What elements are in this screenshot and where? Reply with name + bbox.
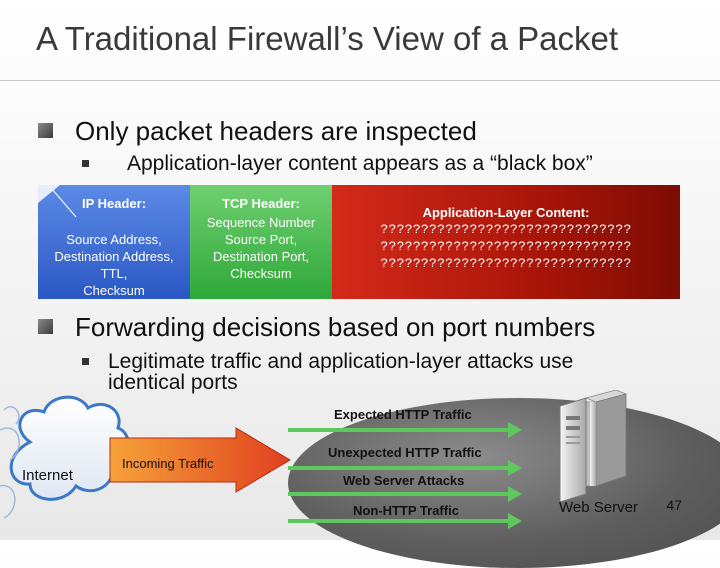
web-server-attacks-label: Web Server Attacks <box>343 473 465 488</box>
bullet-2-text: Forwarding decisions based on port numbe… <box>75 312 596 342</box>
tcp-line: Destination Port, <box>212 249 310 264</box>
expected-http-label: Expected HTTP Traffic <box>334 407 472 422</box>
web-server-label: Web Server <box>559 499 638 516</box>
tcp-line: Sequence Number <box>206 215 316 230</box>
app-content-line: ??????????????????????????????? <box>380 222 632 237</box>
web-server-icon <box>559 390 628 503</box>
application-content-segment: Application-Layer Content: ?????????????… <box>332 185 680 299</box>
small-bullet-icon <box>82 358 89 365</box>
ip-header-segment: IP Header: Source Address, Destination A… <box>38 185 190 299</box>
ip-segment-fold-icon <box>38 185 77 218</box>
packet-diagram: IP Header: Source Address, Destination A… <box>38 185 680 299</box>
app-content-title: Application-Layer Content: <box>422 205 590 220</box>
unexpected-http-arrow <box>288 460 522 476</box>
slide-title: A Traditional Firewall’s View of a Packe… <box>36 20 619 57</box>
tcp-header-title: TCP Header: <box>222 196 300 211</box>
app-content-line: ??????????????????????????????? <box>380 239 632 254</box>
bullet-1-text: Only packet headers are inspected <box>75 116 477 146</box>
ip-line: Checksum <box>83 283 145 298</box>
bullet-2: Forwarding decisions based on port numbe… <box>38 312 595 343</box>
app-content-line: ??????????????????????????????? <box>380 256 632 271</box>
bullet-1-sub: Application-layer content appears as a “… <box>82 153 593 174</box>
incoming-traffic-arrow <box>109 427 291 493</box>
traffic-diagram <box>0 390 628 529</box>
square-bullet-icon <box>38 123 53 138</box>
ip-header-title: IP Header: <box>81 196 147 211</box>
expected-http-arrow <box>288 422 522 438</box>
tcp-line: Checksum <box>230 266 292 281</box>
non-http-arrow <box>288 513 522 529</box>
ip-line: Source Address, <box>66 232 162 247</box>
bullet-1: Only packet headers are inspected <box>38 116 477 147</box>
tcp-line: Source Port, <box>224 232 298 247</box>
internet-cloud-icon <box>0 395 130 519</box>
bullet-2-sub: Legitimate traffic and application-layer… <box>82 351 642 393</box>
unexpected-http-label: Unexpected HTTP Traffic <box>328 445 482 460</box>
page-number: 47 <box>666 497 682 513</box>
internet-label: Internet <box>22 467 73 484</box>
non-http-label: Non-HTTP Traffic <box>353 503 459 518</box>
bullet-1-sub-text: Application-layer content appears as a “… <box>127 152 593 175</box>
square-bullet-icon <box>38 319 53 334</box>
bullet-2-sub-text: Legitimate traffic and application-layer… <box>108 350 574 394</box>
ip-line: TTL, <box>100 266 128 281</box>
title-divider <box>0 80 720 81</box>
ip-line: Destination Address, <box>54 249 174 264</box>
web-server-attacks-arrow <box>288 486 522 502</box>
tcp-header-segment: TCP Header: Sequence Number Source Port,… <box>190 185 332 299</box>
small-bullet-icon <box>82 160 89 167</box>
incoming-traffic-label: Incoming Traffic <box>122 456 214 471</box>
